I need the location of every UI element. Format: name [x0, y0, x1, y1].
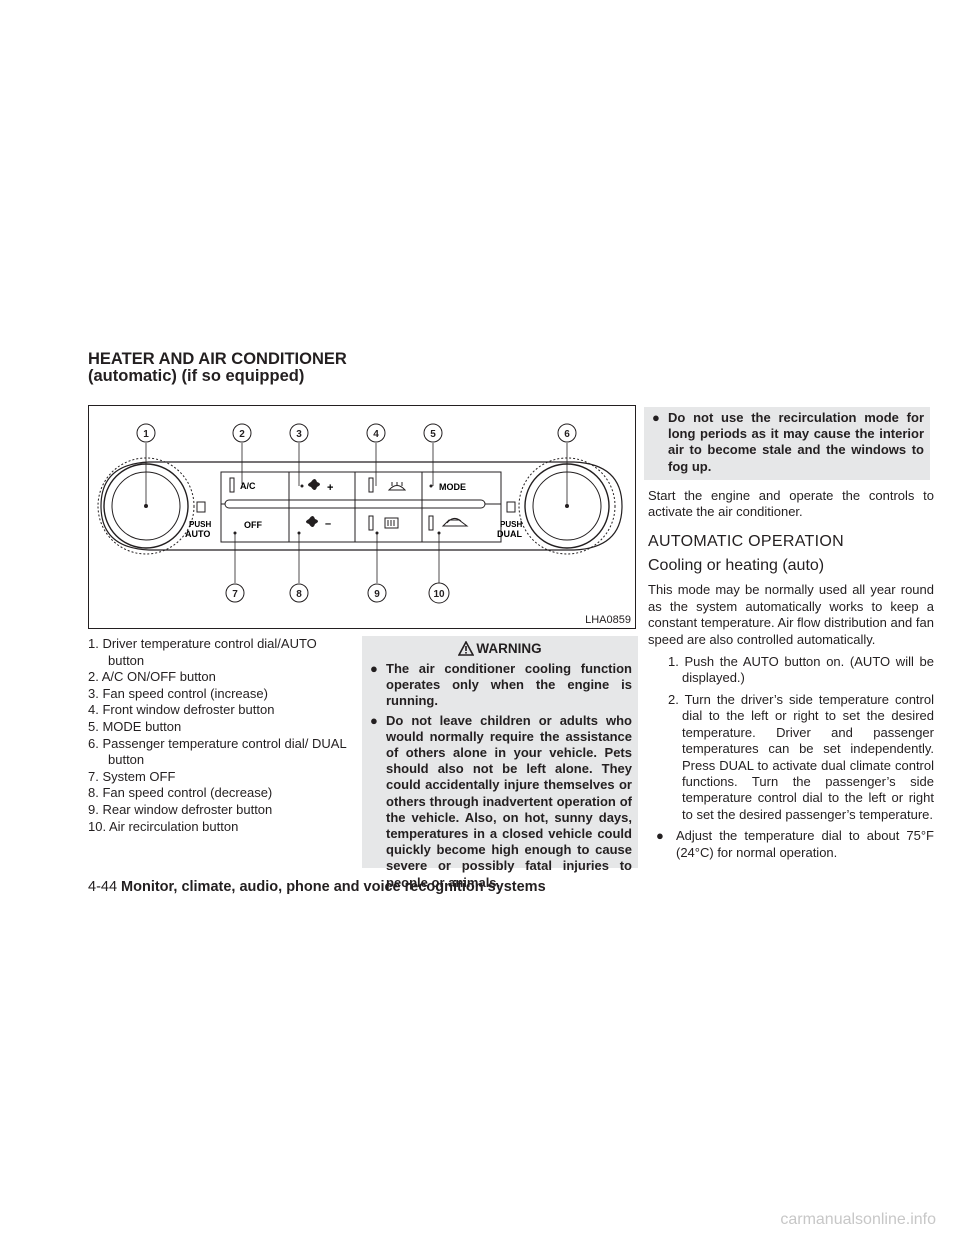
callout-1: 1 [143, 429, 149, 440]
warning-triangle-icon [458, 641, 475, 656]
legend-item: 1. Driver temperature control dial/AUTO … [88, 636, 317, 668]
fan-icon [306, 516, 318, 527]
warning-list: ●The air conditioner cooling function op… [368, 661, 632, 891]
section-title: HEATER AND AIR CONDITIONER (automatic) (… [88, 351, 347, 385]
fan-increase-button[interactable]: + [300, 479, 334, 494]
svg-text:–: – [325, 518, 331, 530]
climate-panel-illustration: A/C + MODE OFF – [97, 423, 623, 604]
legend-item: 6. Passenger temperature control dial/ D… [88, 735, 347, 768]
warning-item: ●The air conditioner cooling function op… [370, 661, 632, 709]
warning-item: ●Do not leave children or adults who wou… [370, 712, 632, 890]
callout-legend: 1. Driver temperature control dial/AUTO … [88, 636, 350, 835]
off-button[interactable]: OFF [233, 520, 263, 535]
bullet-dot: ● [652, 410, 660, 425]
svg-text:AUTO: AUTO [185, 529, 210, 539]
section-title-line-1: HEATER AND AIR CONDITIONER [88, 350, 347, 368]
callout-6: 6 [564, 429, 570, 440]
front-defroster-button[interactable] [368, 477, 407, 493]
step-item: 1. Push the AUTO button on. (AUTO will b… [668, 654, 934, 686]
auto-button[interactable]: PUSH AUTO [185, 501, 211, 539]
intro-paragraph: Start the engine and operate the control… [648, 487, 934, 520]
chapter-title: Monitor, climate, audio, phone and voice… [121, 879, 546, 895]
callout-8: 8 [296, 589, 302, 600]
legend-item: 4. Front window defroster button [88, 702, 275, 718]
legend-item: 2. A/C ON/OFF button [88, 669, 216, 685]
legend-item: 3. Fan speed control (increase) [88, 685, 268, 701]
tip-item: ●Adjust the temperature dial to about 75… [656, 828, 934, 860]
recirculation-note: ●Do not use the recirculation mode for l… [644, 407, 930, 480]
auto-mode-paragraph: This mode may be normally used all year … [648, 582, 934, 647]
mode-button[interactable]: MODE [429, 482, 467, 492]
cooling-heating-subheading: Cooling or heating (auto) [648, 557, 825, 575]
callout-2: 2 [239, 429, 245, 440]
callout-10: 10 [433, 589, 445, 600]
recirculation-button[interactable] [428, 515, 469, 535]
warning-title: WARNING [476, 641, 542, 656]
automatic-operation-heading: AUTOMATIC OPERATION [648, 532, 844, 550]
callout-5: 5 [430, 429, 436, 440]
callout-3: 3 [296, 429, 302, 440]
rear-defroster-button[interactable] [368, 515, 399, 535]
callout-9: 9 [374, 589, 380, 600]
button-block [220, 471, 502, 543]
svg-text:PUSH: PUSH [189, 520, 211, 529]
fan-decrease-button[interactable]: – [297, 516, 332, 535]
svg-text:A/C: A/C [240, 481, 256, 491]
legend-item: 5. MODE button [88, 718, 182, 734]
bullet-dot: ● [370, 661, 378, 676]
svg-text:OFF: OFF [244, 520, 262, 530]
svg-text:+: + [327, 482, 333, 494]
figure-code: LHA0859 [585, 614, 631, 626]
front-defrost-icon [387, 482, 407, 491]
bullet-dot: ● [656, 828, 664, 844]
svg-text:MODE: MODE [439, 482, 466, 492]
step-item: 2. Turn the driver’s side temperature co… [668, 691, 934, 822]
tip-list: ●Adjust the temperature dial to about 75… [648, 828, 934, 861]
fan-icon [308, 479, 320, 490]
warning-heading: WARNING [368, 640, 632, 658]
dual-button[interactable]: PUSH DUAL [497, 501, 522, 539]
steps-list: 1. Push the AUTO button on. (AUTO will b… [648, 654, 934, 823]
legend-item: 7. System OFF [88, 768, 176, 784]
climate-control-figure: A/C + MODE OFF – [88, 405, 636, 629]
section-title-line-2: (automatic) (if so equipped) [88, 367, 305, 385]
right-column: ●Do not use the recirculation mode for l… [644, 407, 934, 861]
page-number: 4-44 [88, 879, 118, 895]
watermark: carmanualsonline.info [780, 1211, 936, 1228]
ac-button[interactable]: A/C [229, 477, 256, 493]
svg-text:DUAL: DUAL [497, 529, 522, 539]
panel-outline [100, 461, 623, 551]
legend-item: 9. Rear window defroster button [88, 801, 273, 817]
callout-7: 7 [232, 589, 238, 600]
warning-box: WARNING ●The air conditioner cooling fun… [362, 636, 638, 890]
svg-text:PUSH: PUSH [500, 520, 522, 529]
callout-4: 4 [373, 429, 379, 440]
legend-item: 8. Fan speed control (decrease) [88, 785, 273, 801]
bullet-dot: ● [370, 712, 378, 728]
legend-item: 10. Air recirculation button [88, 818, 239, 834]
rear-defrost-icon [384, 517, 399, 529]
car-recirculation-icon [441, 517, 469, 527]
note-item: ●Do not use the recirculation mode for l… [652, 410, 924, 474]
